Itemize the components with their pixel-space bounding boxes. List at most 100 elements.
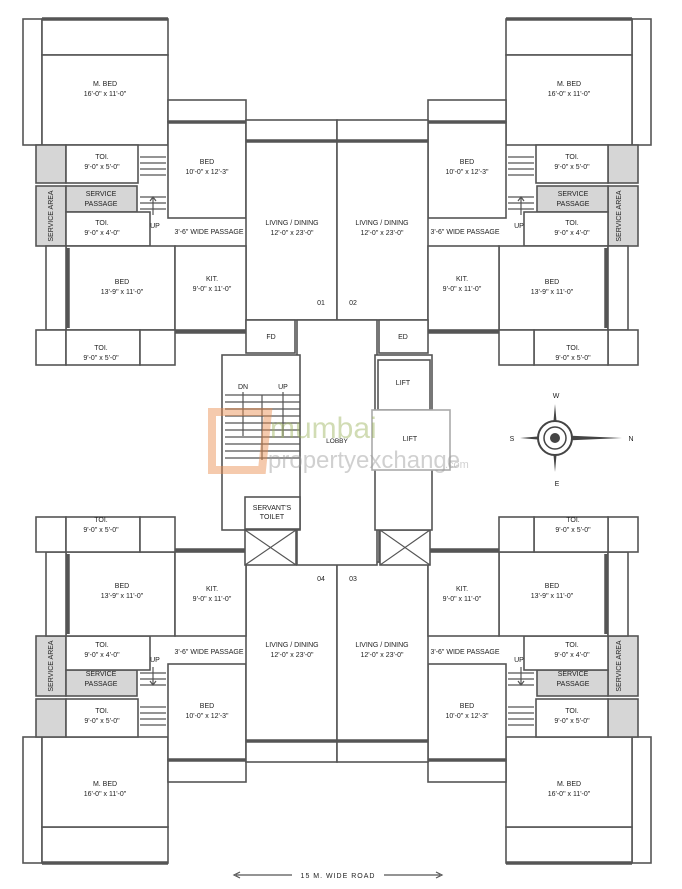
room-mbed-dims: 16'-0" x 11'-0" bbox=[84, 91, 127, 98]
watermark-line1: mumbai bbox=[270, 412, 377, 445]
room-bed3-dims: 13'-9" x 11'-0" bbox=[531, 289, 574, 296]
unit-number: 04 bbox=[317, 576, 325, 583]
room-bed3-name: BED bbox=[545, 279, 559, 286]
room-mbed-name: M. BED bbox=[557, 81, 581, 88]
room-toi3-dims: 9'-0" x 5'-0" bbox=[83, 527, 119, 534]
label-up: UP bbox=[514, 657, 524, 664]
room-kit-dims: 9'-0" x 11'-0" bbox=[193, 286, 232, 293]
watermark-logo: mumbai propertyexchange .com bbox=[208, 408, 469, 474]
foyer-label: FD bbox=[266, 334, 275, 341]
room-living-name: LIVING / DINING bbox=[265, 220, 318, 227]
unit-01-walls bbox=[21, 17, 339, 367]
core-walls bbox=[221, 319, 451, 566]
room-kit-dims: 9'-0" x 11'-0" bbox=[443, 286, 482, 293]
room-toi1-dims: 9'-0" x 5'-0" bbox=[84, 718, 120, 725]
room-bed2-name: BED bbox=[460, 703, 474, 710]
room-toi2-name: TOI. bbox=[565, 220, 579, 227]
room-living-name: LIVING / DINING bbox=[355, 220, 408, 227]
unit-03-walls bbox=[335, 515, 653, 865]
room-bed2-dims: 10'-0" x 12'-3" bbox=[445, 169, 489, 176]
unit-04-walls bbox=[21, 515, 339, 865]
room-living-name: LIVING / DINING bbox=[355, 642, 408, 649]
room-mbed-dims: 16'-0" x 11'-0" bbox=[548, 791, 591, 798]
unit-number: 01 bbox=[317, 300, 325, 307]
servant-toilet-label: SERVANT'S bbox=[253, 505, 292, 512]
room-bed3-dims: 13'-9" x 11'-0" bbox=[101, 593, 144, 600]
room-toi2-dims: 9'-0" x 4'-0" bbox=[84, 652, 120, 659]
label-passage: 3'-6" WIDE PASSAGE bbox=[430, 649, 499, 656]
room-service_passage-dims: PASSAGE bbox=[85, 681, 118, 688]
room-bed3-name: BED bbox=[545, 583, 559, 590]
room-kit-name: KIT. bbox=[206, 276, 218, 283]
room-bed2-name: BED bbox=[200, 703, 214, 710]
room-living-dims: 12'-0" x 23'-0" bbox=[270, 652, 314, 659]
room-toi1-dims: 9'-0" x 5'-0" bbox=[554, 164, 590, 171]
lift-label: LIFT bbox=[396, 380, 411, 387]
room-living-dims: 12'-0" x 23'-0" bbox=[270, 230, 314, 237]
unit-number: 03 bbox=[349, 576, 357, 583]
room-service_passage-name: SERVICE bbox=[86, 191, 117, 198]
label-service-area: SERVICE AREA bbox=[48, 640, 55, 692]
room-living-name: LIVING / DINING bbox=[265, 642, 318, 649]
label-service-area: SERVICE AREA bbox=[48, 190, 55, 242]
compass-north: N bbox=[628, 436, 633, 443]
room-kit-name: KIT. bbox=[456, 276, 468, 283]
room-bed3-name: BED bbox=[115, 583, 129, 590]
room-toi3-name: TOI. bbox=[94, 345, 108, 352]
room-toi1-dims: 9'-0" x 5'-0" bbox=[554, 718, 590, 725]
room-service_passage-dims: PASSAGE bbox=[557, 681, 590, 688]
label-passage: 3'-6" WIDE PASSAGE bbox=[430, 229, 499, 236]
room-bed3-dims: 13'-9" x 11'-0" bbox=[531, 593, 574, 600]
compass-icon: W E S N bbox=[510, 393, 634, 488]
room-toi3-dims: 9'-0" x 5'-0" bbox=[555, 355, 591, 362]
room-toi3-dims: 9'-0" x 5'-0" bbox=[555, 527, 591, 534]
room-service_passage-dims: PASSAGE bbox=[85, 201, 118, 208]
room-mbed-name: M. BED bbox=[93, 81, 117, 88]
room-mbed-dims: 16'-0" x 11'-0" bbox=[84, 791, 127, 798]
label-passage: 3'-6" WIDE PASSAGE bbox=[174, 229, 243, 236]
room-mbed-name: M. BED bbox=[93, 781, 117, 788]
room-kit-dims: 9'-0" x 11'-0" bbox=[443, 596, 482, 603]
room-toi2-dims: 9'-0" x 4'-0" bbox=[84, 230, 120, 237]
watermark-suffix: .com bbox=[445, 459, 469, 471]
label-up: UP bbox=[150, 223, 160, 230]
room-toi1-name: TOI. bbox=[565, 708, 579, 715]
foyer-label: ED bbox=[398, 334, 408, 341]
room-toi2-name: TOI. bbox=[95, 642, 109, 649]
room-toi1-name: TOI. bbox=[95, 708, 109, 715]
label-service-area: SERVICE AREA bbox=[616, 190, 623, 242]
lift-label: LIFT bbox=[403, 436, 418, 443]
room-service_passage-name: SERVICE bbox=[86, 671, 117, 678]
room-toi3-name: TOI. bbox=[94, 517, 108, 524]
room-living-dims: 12'-0" x 23'-0" bbox=[360, 652, 404, 659]
room-bed2-dims: 10'-0" x 12'-3" bbox=[185, 169, 229, 176]
room-bed2-dims: 10'-0" x 12'-3" bbox=[185, 713, 229, 720]
room-toi3-dims: 9'-0" x 5'-0" bbox=[83, 355, 119, 362]
room-bed2-name: BED bbox=[200, 159, 214, 166]
unit-number: 02 bbox=[349, 300, 357, 307]
compass-south: S bbox=[510, 436, 515, 443]
room-toi1-name: TOI. bbox=[565, 154, 579, 161]
compass-west: W bbox=[553, 393, 560, 400]
unit-02-walls bbox=[335, 17, 653, 367]
room-mbed-name: M. BED bbox=[557, 781, 581, 788]
room-bed2-name: BED bbox=[460, 159, 474, 166]
room-toi2-name: TOI. bbox=[565, 642, 579, 649]
label-service-area: SERVICE AREA bbox=[616, 640, 623, 692]
room-toi3-name: TOI. bbox=[566, 345, 580, 352]
road-indicator: 15 M. WIDE ROAD bbox=[232, 871, 444, 880]
room-toi1-name: TOI. bbox=[95, 154, 109, 161]
label-up: UP bbox=[514, 223, 524, 230]
room-toi2-name: TOI. bbox=[95, 220, 109, 227]
room-bed3-dims: 13'-9" x 11'-0" bbox=[101, 289, 144, 296]
stair-down-label: DN bbox=[238, 384, 248, 391]
room-kit-name: KIT. bbox=[456, 586, 468, 593]
room-toi2-dims: 9'-0" x 4'-0" bbox=[554, 652, 590, 659]
room-kit-dims: 9'-0" x 11'-0" bbox=[193, 596, 232, 603]
room-bed3-name: BED bbox=[115, 279, 129, 286]
lobby-label: LOBBY bbox=[326, 438, 348, 445]
room-toi2-dims: 9'-0" x 4'-0" bbox=[554, 230, 590, 237]
room-bed2-dims: 10'-0" x 12'-3" bbox=[445, 713, 489, 720]
stair-up-label: UP bbox=[278, 384, 288, 391]
